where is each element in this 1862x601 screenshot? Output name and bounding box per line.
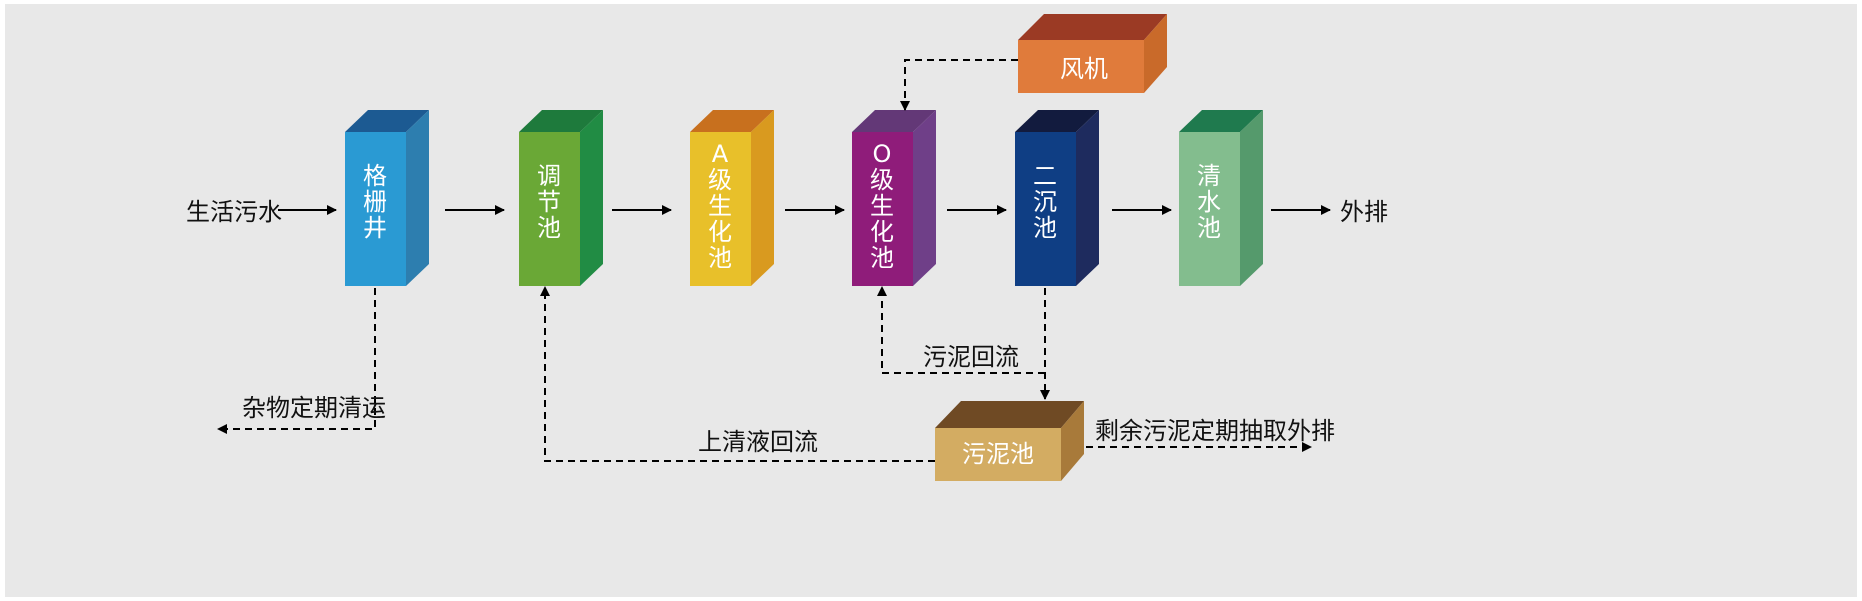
o-tank-front bbox=[852, 132, 913, 286]
a-tank-front bbox=[690, 132, 751, 286]
a-tank-top bbox=[690, 110, 774, 132]
clear-water-tank-char-3: 池 bbox=[1197, 214, 1221, 242]
a-tank-char-3: 生 bbox=[708, 192, 732, 220]
o-tank-char-2: 级 bbox=[870, 166, 894, 194]
equalization-tank-front bbox=[519, 132, 580, 286]
dashed-supernatant-return bbox=[540, 286, 935, 462]
grille-well-char-1: 格 bbox=[363, 162, 387, 190]
clear-water-tank-front bbox=[1179, 132, 1240, 286]
diagram-canvas: 格 栅 井 调 节 池 A 级 生 化 池 O 级 生 化 池 二 沉 池 bbox=[5, 4, 1857, 597]
dashed-blower-to-o-tank bbox=[900, 59, 1018, 111]
secondary-clarifier-top bbox=[1015, 110, 1099, 132]
equalization-tank-box: 调 节 池 bbox=[519, 110, 603, 286]
equalization-tank-side bbox=[580, 110, 603, 286]
excess-sludge-label: 剩余污泥定期抽取外排 bbox=[1095, 417, 1335, 445]
sludge-tank-label: 污泥池 bbox=[962, 440, 1034, 468]
o-tank-char-1: O bbox=[873, 140, 892, 168]
o-tank-side bbox=[913, 110, 936, 286]
a-tank-char-4: 化 bbox=[708, 218, 732, 246]
secondary-clarifier-char-1: 二 bbox=[1033, 162, 1057, 190]
blower-side bbox=[1144, 14, 1167, 93]
supernatant-return-label: 上清液回流 bbox=[698, 428, 818, 456]
secondary-clarifier-char-3: 池 bbox=[1033, 214, 1057, 242]
equalization-tank-char-1: 调 bbox=[537, 162, 561, 190]
o-tank-char-5: 池 bbox=[870, 244, 894, 272]
blower-label: 风机 bbox=[1060, 55, 1108, 83]
clear-water-tank-char-2: 水 bbox=[1197, 188, 1221, 216]
secondary-clarifier-box: 二 沉 池 bbox=[1015, 110, 1099, 286]
grille-well-side bbox=[406, 110, 429, 286]
process-flow-diagram: 格 栅 井 调 节 池 A 级 生 化 池 O 级 生 化 池 二 沉 池 bbox=[186, 14, 1388, 481]
secondary-clarifier-side bbox=[1076, 110, 1099, 286]
equalization-tank-top bbox=[519, 110, 603, 132]
blower-front bbox=[1018, 40, 1144, 93]
a-tank-char-1: A bbox=[712, 140, 729, 168]
clear-water-tank-box: 清 水 池 bbox=[1179, 110, 1263, 286]
sludge-return-label: 污泥回流 bbox=[923, 343, 1019, 371]
sludge-tank-top bbox=[935, 401, 1084, 428]
clear-water-tank-top bbox=[1179, 110, 1263, 132]
o-tank-char-4: 化 bbox=[870, 218, 894, 246]
secondary-clarifier-front bbox=[1015, 132, 1076, 286]
a-tank-char-2: 级 bbox=[708, 166, 732, 194]
a-tank-char-5: 池 bbox=[708, 244, 732, 272]
debris-removal-label: 杂物定期清运 bbox=[242, 394, 386, 422]
grille-well-top bbox=[345, 110, 429, 132]
o-tank-char-3: 生 bbox=[870, 192, 894, 220]
equalization-tank-char-2: 节 bbox=[537, 188, 561, 216]
secondary-clarifier-char-2: 沉 bbox=[1033, 188, 1057, 216]
dashed-flow-lines bbox=[217, 59, 1312, 462]
clear-water-tank-char-1: 清 bbox=[1197, 162, 1221, 190]
output-label: 外排 bbox=[1340, 198, 1388, 226]
a-tank-side bbox=[751, 110, 774, 286]
grille-well-box: 格 栅 井 bbox=[345, 110, 429, 286]
input-label: 生活污水 bbox=[186, 198, 282, 226]
clear-water-tank-side bbox=[1240, 110, 1263, 286]
dashed-sludge-return bbox=[877, 286, 1045, 374]
a-tank-box: A 级 生 化 池 bbox=[690, 110, 774, 286]
equalization-tank-char-3: 池 bbox=[537, 214, 561, 242]
o-tank-top bbox=[852, 110, 936, 132]
sludge-tank-side bbox=[1061, 401, 1084, 481]
blower-box: 风机 bbox=[1018, 14, 1167, 93]
grille-well-char-3: 井 bbox=[363, 214, 387, 242]
o-tank-box: O 级 生 化 池 bbox=[852, 110, 936, 286]
sludge-tank-box: 污泥池 bbox=[935, 401, 1084, 481]
blower-top bbox=[1018, 14, 1167, 40]
sludge-tank-front bbox=[935, 428, 1061, 481]
dashed-debris-removal bbox=[217, 288, 376, 434]
grille-well-front bbox=[345, 132, 406, 286]
grille-well-char-2: 栅 bbox=[363, 188, 387, 216]
